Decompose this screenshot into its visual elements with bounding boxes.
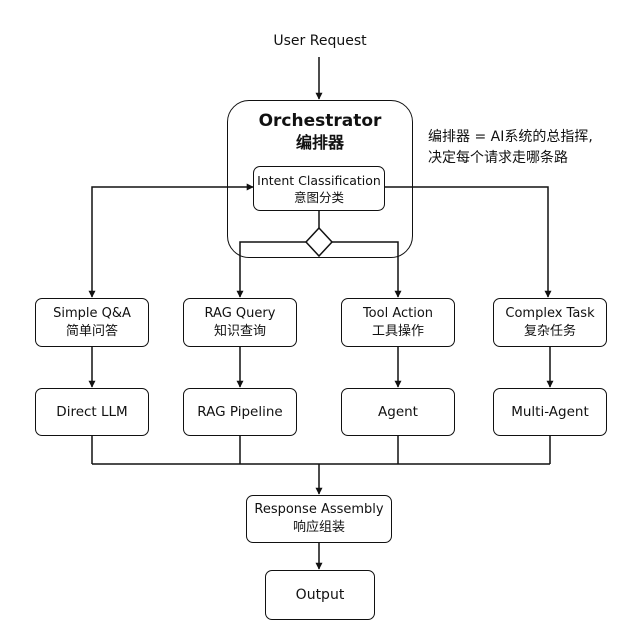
intent-title: Intent Classification — [257, 172, 381, 188]
category-simple-qa: Simple Q&A 简单问答 — [35, 298, 149, 347]
handler-label: RAG Pipeline — [197, 404, 283, 420]
orchestrator-note: 编排器 = AI系统的总指挥, 决定每个请求走哪条路 — [428, 127, 593, 169]
handler-label: Direct LLM — [56, 404, 128, 420]
category-subtitle: 复杂任务 — [523, 323, 576, 339]
category-rag-query: RAG Query 知识查询 — [183, 298, 297, 347]
category-tool-action: Tool Action 工具操作 — [341, 298, 455, 347]
handler-multi-agent: Multi-Agent — [493, 388, 607, 436]
output-box: Output — [265, 570, 375, 620]
handler-agent: Agent — [341, 388, 455, 436]
category-subtitle: 简单问答 — [65, 323, 118, 339]
category-title: Tool Action — [362, 305, 434, 321]
branch-to-simple-qa — [88, 183, 254, 298]
output-label: Output — [295, 587, 345, 603]
category-subtitle: 知识查询 — [213, 323, 266, 339]
category-title: Complex Task — [505, 305, 595, 321]
handler-rag-pipeline: RAG Pipeline — [183, 388, 297, 436]
branch-to-complex-task — [385, 186, 552, 298]
handler-direct-llm: Direct LLM — [35, 388, 149, 436]
handler-label: Agent — [378, 404, 418, 420]
decision-diamond — [304, 226, 334, 258]
assembly-subtitle: 响应组装 — [292, 520, 345, 535]
category-title: RAG Query — [204, 305, 276, 321]
intent-classification-box: Intent Classification 意图分类 — [253, 166, 385, 211]
handler-label: Multi-Agent — [511, 404, 589, 420]
orchestrator-subtitle: 编排器 — [295, 133, 344, 152]
response-assembly-box: Response Assembly 响应组装 — [246, 495, 392, 543]
user-request-label: User Request — [273, 33, 367, 49]
orchestrator-box — [227, 100, 413, 258]
note-line-1: 编排器 = AI系统的总指挥, — [428, 129, 593, 145]
category-complex-task: Complex Task 复杂任务 — [493, 298, 607, 347]
assembly-title: Response Assembly — [254, 502, 384, 517]
intent-subtitle: 意图分类 — [293, 189, 344, 205]
orchestrator-title: Orchestrator — [258, 111, 382, 131]
category-subtitle: 工具操作 — [371, 323, 424, 339]
category-title: Simple Q&A — [53, 305, 131, 321]
note-line-2: 决定每个请求走哪条路 — [428, 150, 568, 166]
